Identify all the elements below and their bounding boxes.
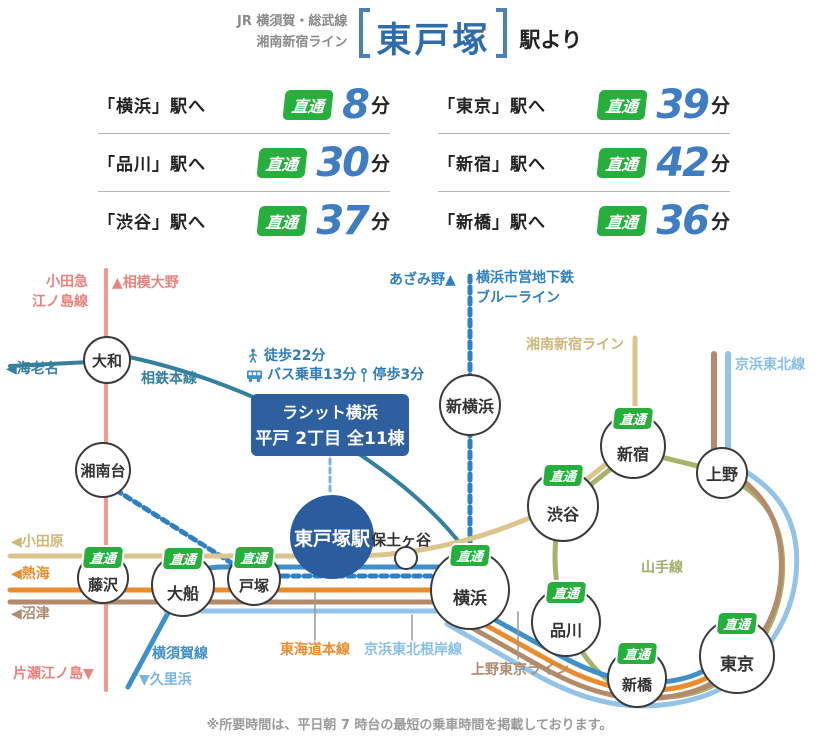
minutes-value: 36 [656,197,710,244]
label-keihin-tohoku-line: 京浜東北線 [735,357,805,373]
destination-label: 「横浜」駅へ [98,97,206,117]
label-katase-enoshima: 片瀬江ノ島▼ [13,666,94,682]
property-callout: ラシット横浜 平戸 2丁目 全11棟 [251,394,409,456]
minutes-unit: 分 [370,211,390,233]
destination-label: 「渋谷」駅へ [98,213,206,233]
station-shibuya: 直通 渋谷 [527,465,599,542]
footnote: ※所要時間は、平日朝 7 時台の最短の乗車時間を掲載しております。 [206,718,613,733]
header-suffix: 駅より [519,28,582,52]
minutes-value: 37 [316,197,370,244]
label-sagami-ono: ▲相模大野 [112,275,179,291]
header-line-names: JR 横須賀・総武線 湘南新宿ライン [237,14,348,50]
walking-person-icon [249,349,257,364]
direct-badge: 直通 [162,548,204,569]
direct-badge: 直通 [82,547,124,568]
label-kurihama: ▼久里浜 [139,672,192,688]
walk-time-row: 徒歩22分 [246,347,424,366]
station-fujisawa: 直通 藤沢 [77,547,129,604]
label-subway-blue-line: 横浜市営地下鉄 ブルーライン [476,270,574,306]
direct-badge: 直通 [449,545,491,566]
minutes-unit: 分 [370,95,390,117]
label-yokosuka-line: 横須賀線 [152,646,208,662]
station-ueno: 上野 [696,447,748,499]
station-shimbashi: 直通 新橋 [607,643,667,708]
time-row-yokohama: 「横浜」駅へ 直通 8 分 [98,76,390,134]
label-tokaido-main-line: 東海道本線 [280,642,350,658]
direct-badge: 直通 [616,643,658,664]
destination-label: 「品川」駅へ [98,155,206,175]
bus-time-row: バス乗車13分 停歩3分 [246,366,424,385]
bracket-left [359,8,371,58]
label-numazu: ◀沼津 [11,606,50,622]
bus-icon [247,370,262,383]
time-row-shimbashi: 「新橋」駅へ 直通 36 分 [438,192,730,249]
station-tokyo: 直通 東京 [699,613,775,694]
station-shin-yokohama: 新横浜 [439,374,501,436]
minutes-unit: 分 [370,153,390,175]
label-keihin-tohoku-negishi-line: 京浜東北根岸線 [364,642,462,658]
destination-label: 「新宿」駅へ [438,155,546,175]
label-yamanote-line: 山手線 [641,560,683,576]
station-shinjuku: 直通 新宿 [600,408,666,479]
station-shonandai: 湘南台 [75,442,131,498]
label-ebina: ◀海老名 [6,361,59,377]
bracket-right [496,8,508,58]
station-higashi-totsuka: 東戸塚駅 [290,495,374,579]
direct-badge: 直通 [716,613,758,634]
minutes-unit: 分 [710,153,730,175]
minutes-unit: 分 [710,211,730,233]
property-name: ラシット横浜 [282,403,378,422]
minutes-unit: 分 [710,95,730,117]
label-sotetsu-main-line: 相鉄本線 [141,371,197,387]
walk-time: 徒歩22分 [264,348,326,364]
label-azamino: あざみ野▲ [389,272,456,288]
header: JR 横須賀・総武線 湘南新宿ライン 東戸塚 駅より [0,8,819,61]
station-shinagawa: 直通 品川 [531,582,601,657]
direct-badge: 直通 [612,408,654,429]
line-sotetsu-ebina [8,360,92,368]
station-totsuka: 直通 戸塚 [227,547,281,606]
direct-badge: 直通 [542,465,584,486]
direct-badge: 直通 [233,547,275,568]
time-row-shibuya: 「渋谷」駅へ 直通 37 分 [98,192,390,249]
minutes-value: 39 [656,81,710,128]
label-ueno-tokyo-line: 上野東京ライン [471,662,569,678]
time-row-shinagawa: 「品川」駅へ 直通 30 分 [98,134,390,192]
access-info: 徒歩22分 バス乗車13分 停歩3分 [246,347,424,385]
time-row-shinjuku: 「新宿」駅へ 直通 42 分 [438,134,730,192]
direct-badge: 直通 [545,582,587,603]
label-shonan-shinjuku-line: 湘南新宿ライン [526,337,624,353]
destination-label: 「新橋」駅へ [438,213,546,233]
minutes-value: 8 [342,81,370,128]
label-odawara: ◀小田原 [11,534,64,550]
bus-time: バス乗車13分 [267,366,357,383]
label-odakyu-enoshima-line: 小田急 江ノ島線 [32,274,88,310]
station-hodogaya [394,546,418,570]
station-yamato: 大和 [83,336,131,384]
header-station-name: 東戸塚 [376,21,491,61]
travel-times: 「横浜」駅へ 直通 8 分 「東京」駅へ 直通 39 分 「品川」駅へ 直通 3… [98,76,730,249]
station-yokohama: 直通 横浜 [430,545,510,630]
time-row-tokyo: 「東京」駅へ 直通 39 分 [438,76,730,134]
minutes-value: 42 [656,139,710,186]
header-station-bracket: 東戸塚 [359,8,508,61]
property-detail: 平戸 2丁目 全11棟 [255,429,405,449]
minutes-value: 30 [316,139,370,186]
destination-label: 「東京」駅へ [438,97,546,117]
station-ofuna: 直通 大船 [151,548,215,617]
bus-stop-icon [361,368,368,383]
stop-walk-time: 停歩3分 [372,366,425,383]
line-subway-blue-diagonal [113,487,252,577]
label-atami: ◀熱海 [11,566,50,582]
station-hodogaya-label: 保土ヶ谷 [371,531,432,549]
